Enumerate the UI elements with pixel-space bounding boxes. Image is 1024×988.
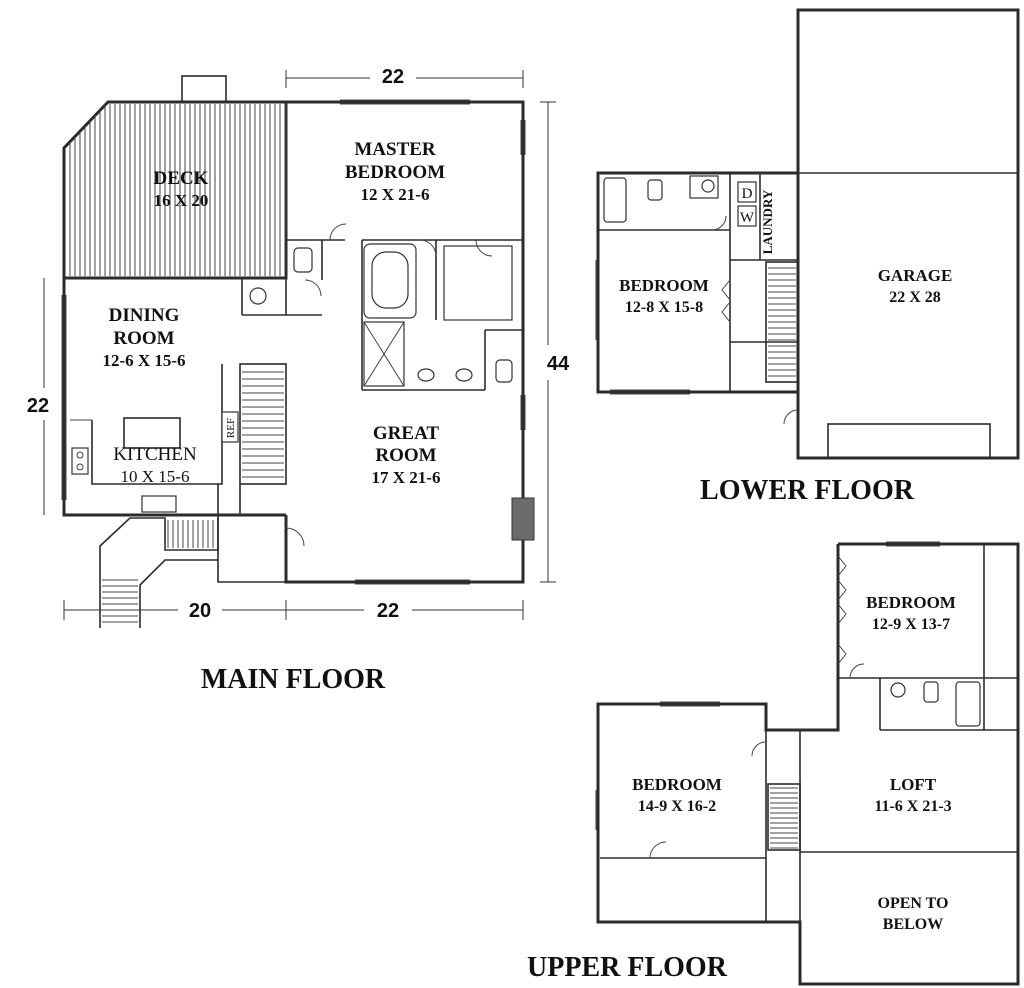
windows <box>61 99 526 585</box>
lower-walls <box>596 171 798 394</box>
toilet-icon <box>647 179 663 201</box>
laundry-label: LAUNDRY <box>760 189 775 254</box>
kitchen-sink-icon <box>141 495 177 513</box>
sink-icon <box>417 368 435 382</box>
main-floor-plan: DECK 16 X 20 MASTER BEDROOM 12 X 21-6 DI… <box>27 66 570 695</box>
deck <box>62 100 288 280</box>
toilet-icon <box>495 359 513 383</box>
lower-stairs <box>768 267 796 377</box>
sink-icon <box>455 368 473 382</box>
upper-floor-title: UPPER FLOOR <box>527 952 728 983</box>
lower-bedroom-size: 12-8 X 15-8 <box>625 299 703 316</box>
kitchen-size: 10 X 15-6 <box>121 467 190 486</box>
washer-icon <box>737 205 757 227</box>
ref-label: REF <box>225 418 237 438</box>
main-stairs <box>242 371 284 478</box>
upper-stairs <box>770 787 798 849</box>
refrigerator <box>221 411 239 443</box>
lower-bedroom-name: BEDROOM <box>619 276 709 295</box>
dim-bottom-right: 22 <box>377 600 399 622</box>
great-room-name-1: GREAT <box>373 423 439 444</box>
dryer-icon <box>737 181 757 203</box>
lower-stair-box <box>765 261 799 383</box>
garage-name: GARAGE <box>878 266 953 285</box>
master-bedroom-name-2: BEDROOM <box>345 162 445 183</box>
master-bedroom-size: 12 X 21-6 <box>361 185 430 204</box>
walk-in-closet <box>443 245 513 321</box>
deck-name: DECK <box>154 168 209 189</box>
loft-size: 11-6 X 21-3 <box>874 798 951 815</box>
main-floor-title: MAIN FLOOR <box>201 664 386 695</box>
dining-room-size: 12-6 X 15-6 <box>102 351 185 370</box>
upper-stair-box <box>767 783 801 851</box>
entry-stairs <box>102 520 214 623</box>
toilet-icon <box>293 247 313 273</box>
dim-top: 22 <box>382 66 404 88</box>
loft-name: LOFT <box>890 775 937 794</box>
garage-size: 22 X 28 <box>889 289 941 306</box>
sink-icon <box>890 682 906 698</box>
washer-label: W <box>740 210 755 226</box>
great-room-name-2: ROOM <box>375 445 436 466</box>
dim-right: 44 <box>547 353 570 375</box>
open-to-below-2: BELOW <box>883 916 943 933</box>
upper-bedroom-left-size: 14-9 X 16-2 <box>638 798 716 815</box>
cooktop-icon <box>71 447 89 475</box>
great-room-size: 17 X 21-6 <box>372 468 441 487</box>
main-dimensions: 22 44 22 20 22 <box>27 66 570 622</box>
lower-floor-plan: D W LAUNDRY BEDROOM 12-8 X 15-8 GARAGE 2… <box>595 8 1020 506</box>
open-to-below-1: OPEN TO <box>878 895 949 912</box>
kitchen-name: KITCHEN <box>113 444 197 465</box>
lower-floor-title: LOWER FLOOR <box>700 475 915 506</box>
doors <box>285 223 493 547</box>
entry-stair-outline <box>99 517 219 628</box>
sink-icon <box>249 287 267 305</box>
dining-room-name-2: ROOM <box>113 328 174 349</box>
upper-bedroom-right-name: BEDROOM <box>866 593 956 612</box>
dim-bottom-left: 20 <box>189 600 211 622</box>
toilet-icon <box>923 681 939 703</box>
dryer-label: D <box>742 186 753 202</box>
dining-room-name-1: DINING <box>109 305 180 326</box>
upper-bedroom-right-size: 12-9 X 13-7 <box>872 616 950 633</box>
dim-left: 22 <box>27 395 49 417</box>
kitchen-fixtures <box>71 411 239 513</box>
garage-door <box>827 423 991 459</box>
fireplace <box>511 497 535 541</box>
master-bedroom-name-1: MASTER <box>354 139 436 160</box>
sink-icon <box>701 179 715 193</box>
tub-icon <box>603 177 627 223</box>
upper-bedroom-left-name: BEDROOM <box>632 775 722 794</box>
tub-icon <box>955 681 981 727</box>
master-bath-fixtures <box>249 243 513 387</box>
chimney <box>181 75 227 103</box>
upper-walls <box>596 542 1020 986</box>
deck-slats <box>69 104 286 276</box>
kitchen-island <box>123 417 181 449</box>
garage-walls <box>796 8 1020 460</box>
upper-floor-plan: BEDROOM 12-9 X 13-7 BEDROOM 14-9 X 16-2 … <box>527 541 1020 986</box>
deck-size: 16 X 20 <box>154 191 209 210</box>
